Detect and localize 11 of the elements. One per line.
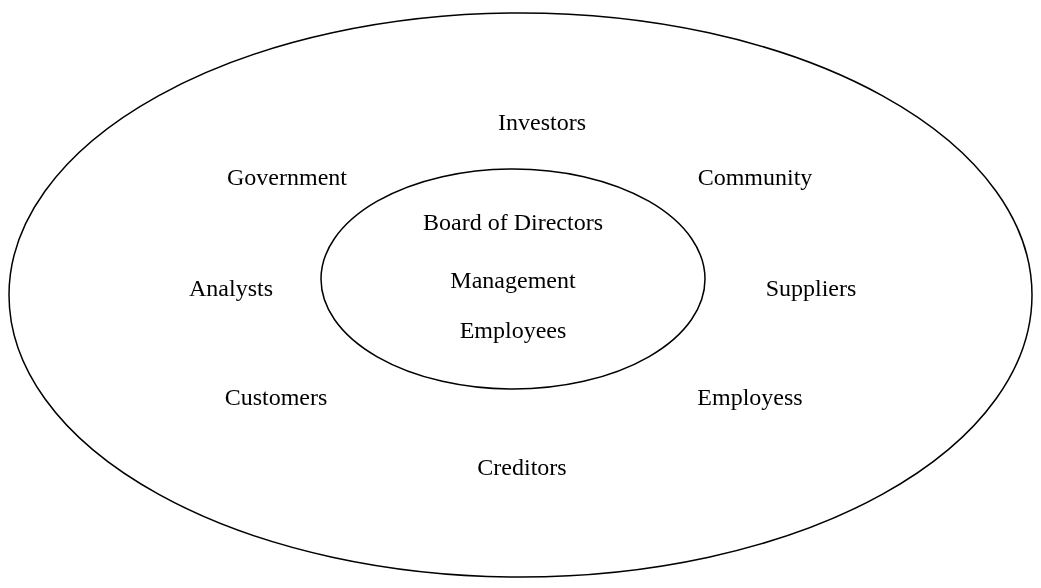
stakeholder-label: Government: [227, 163, 347, 191]
stakeholder-label: Suppliers: [765, 274, 857, 302]
internal-stakeholder-label: Employees: [459, 316, 567, 344]
stakeholder-label: Creditors: [477, 453, 567, 481]
stakeholder-label: Customers: [224, 383, 328, 411]
internal-stakeholder-label: Board of Directors: [423, 208, 603, 236]
internal-stakeholder-label: Management: [450, 266, 576, 294]
stakeholder-label: Investors: [498, 108, 586, 136]
stakeholder-label: Community: [697, 163, 813, 191]
stakeholder-label: Employess: [697, 383, 803, 411]
stakeholder-label: Analysts: [189, 274, 273, 302]
